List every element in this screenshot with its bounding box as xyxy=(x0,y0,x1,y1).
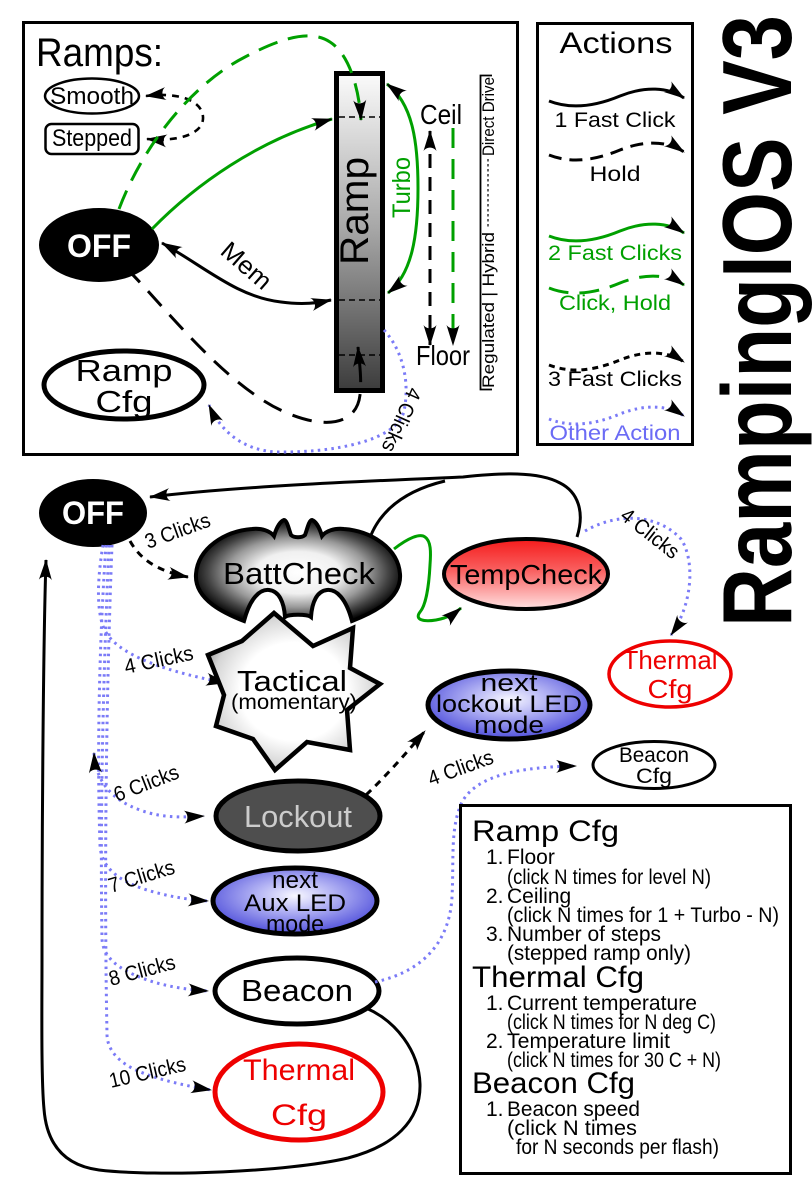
svg-text:Beacon: Beacon xyxy=(241,973,353,1008)
svg-text:mode: mode xyxy=(266,911,324,938)
svg-text:Ramp Cfg: Ramp Cfg xyxy=(472,815,619,848)
svg-text:Thermal Cfg: Thermal Cfg xyxy=(472,961,644,994)
svg-text:Thermal: Thermal xyxy=(243,1054,355,1087)
svg-text:1.: 1. xyxy=(486,992,504,1015)
svg-text:1.: 1. xyxy=(486,1098,504,1121)
svg-text:next: next xyxy=(481,670,538,697)
svg-text:Ceil: Ceil xyxy=(420,99,462,130)
svg-text:Cfg: Cfg xyxy=(271,1099,327,1132)
svg-text:Floor: Floor xyxy=(416,340,470,371)
svg-text:Ramp: Ramp xyxy=(76,353,173,388)
svg-text:(click N times for 30 C + N): (click N times for 30 C + N) xyxy=(507,1049,721,1072)
svg-text:Thermal: Thermal xyxy=(623,645,718,675)
svg-text:Beacon: Beacon xyxy=(619,744,689,767)
svg-text:Tactical: Tactical xyxy=(237,666,347,698)
svg-text:1.: 1. xyxy=(486,846,504,869)
svg-text:(momentary): (momentary) xyxy=(231,691,357,714)
svg-text:Lockout: Lockout xyxy=(244,799,352,834)
svg-text:Beacon speed: Beacon speed xyxy=(507,1098,640,1121)
svg-text:Cfg: Cfg xyxy=(96,384,153,419)
svg-text:Aux LED: Aux LED xyxy=(244,890,346,917)
svg-text:(click N times for level N): (click N times for level N) xyxy=(507,866,711,889)
svg-text:Hold: Hold xyxy=(590,163,641,186)
svg-text:Regulated | Hybrid: Regulated | Hybrid xyxy=(480,232,498,388)
svg-text:for N seconds per flash): for N seconds per flash) xyxy=(516,1136,719,1159)
svg-text:Cfg: Cfg xyxy=(648,674,693,704)
svg-text:1 Fast Click: 1 Fast Click xyxy=(555,109,677,132)
svg-text:Ramp: Ramp xyxy=(333,157,377,265)
svg-text:Other Action: Other Action xyxy=(550,422,681,445)
svg-text:mode: mode xyxy=(474,712,544,739)
svg-text:Click, Hold: Click, Hold xyxy=(559,292,671,315)
svg-text:3 Fast Clicks: 3 Fast Clicks xyxy=(548,368,682,391)
svg-text:(click N times for N deg C): (click N times for N deg C) xyxy=(507,1011,716,1034)
svg-text:lockout LED: lockout LED xyxy=(436,691,582,718)
svg-text:OFF: OFF xyxy=(62,495,124,531)
svg-text:Ramps:: Ramps: xyxy=(36,31,163,75)
svg-text:Current temperature: Current temperature xyxy=(507,992,697,1015)
svg-text:Smooth: Smooth xyxy=(50,83,134,110)
svg-text:(click N times: (click N times xyxy=(507,1117,637,1140)
svg-text:Direct Drive: Direct Drive xyxy=(480,77,498,156)
svg-text:3.: 3. xyxy=(486,923,504,946)
svg-text:Temperature limit: Temperature limit xyxy=(507,1030,670,1053)
svg-text:RampingIOS V3: RampingIOS V3 xyxy=(702,15,812,627)
svg-text:Actions: Actions xyxy=(560,27,673,60)
svg-text:Floor: Floor xyxy=(507,846,555,869)
svg-text:next: next xyxy=(272,867,318,894)
svg-text:Turbo: Turbo xyxy=(388,157,416,218)
svg-text:Number of steps: Number of steps xyxy=(507,923,661,946)
svg-text:TempCheck: TempCheck xyxy=(450,559,603,590)
svg-text:Ceiling: Ceiling xyxy=(507,885,571,908)
svg-text:(click N times for 1 + Turbo -: (click N times for 1 + Turbo - N) xyxy=(507,904,779,927)
svg-text:2.: 2. xyxy=(486,885,504,908)
svg-text:2.: 2. xyxy=(486,1030,504,1053)
svg-text:(stepped ramp only): (stepped ramp only) xyxy=(507,942,691,965)
svg-text:Stepped: Stepped xyxy=(52,125,132,152)
svg-text:BattCheck: BattCheck xyxy=(223,556,376,591)
svg-text:Beacon Cfg: Beacon Cfg xyxy=(472,1067,635,1100)
svg-text:2 Fast Clicks: 2 Fast Clicks xyxy=(548,242,682,265)
svg-text:OFF: OFF xyxy=(67,228,131,264)
svg-text:Cfg: Cfg xyxy=(636,765,672,788)
